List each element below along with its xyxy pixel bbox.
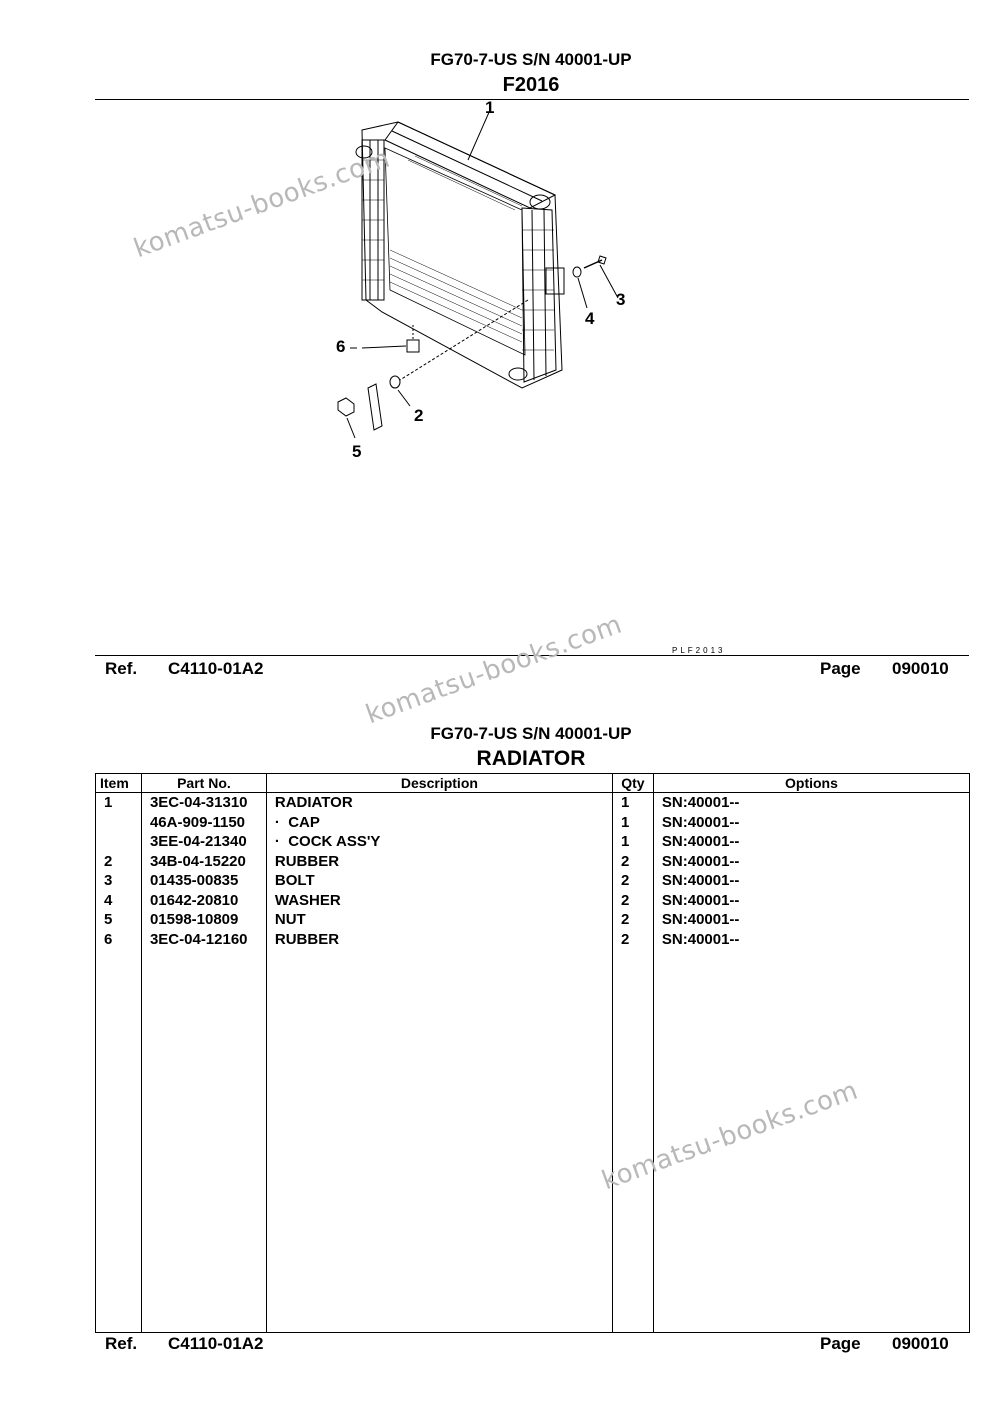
cell-options: SN:40001--: [652, 832, 971, 852]
figure-number: F2016: [502, 74, 560, 96]
cell-part-no: 3EC-04-12160: [140, 929, 267, 949]
cell-part-no: 3EC-04-31310: [140, 792, 267, 813]
leader-line-2: [397, 389, 411, 407]
cell-item: 4: [95, 890, 142, 910]
cell-item: 5: [95, 910, 142, 930]
table-row: 3 01435-00835 BOLT 2 SN:40001--: [95, 871, 971, 891]
cell-description: WASHER: [265, 890, 613, 910]
callout-1: 1: [485, 98, 495, 117]
table-row: 4 01642-20810 WASHER 2 SN:40001--: [95, 890, 971, 910]
cell-qty: 2: [611, 910, 654, 930]
cell-options: SN:40001--: [652, 890, 971, 910]
parts-table: Item Part No. Description Qty Options 1 …: [95, 773, 971, 1333]
leader-line-4: [577, 277, 588, 309]
header-options: Options: [652, 773, 971, 793]
table-row: 6 3EC-04-12160 RUBBER 2 SN:40001--: [95, 929, 971, 949]
table-model-title: FG70-7-US S/N 40001-UP: [430, 724, 632, 743]
cell-part-no: 01642-20810: [140, 890, 267, 910]
cell-qty: 1: [611, 792, 654, 813]
callout-6: 6: [336, 337, 346, 356]
drawing-code: PLF2013: [672, 646, 726, 655]
table-header-row: Item Part No. Description Qty Options: [95, 773, 971, 793]
cell-item: 6: [95, 929, 142, 949]
leader-line-6: [361, 345, 407, 349]
cell-options: SN:40001--: [652, 929, 971, 949]
cell-qty: 2: [611, 851, 654, 871]
cell-description: BOLT: [265, 871, 613, 891]
cell-part-no: 46A-909-1150: [140, 812, 267, 832]
cell-part-no: 01598-10809: [140, 910, 267, 930]
leader-line-5: [346, 417, 356, 439]
table-empty-area: [95, 949, 971, 1333]
figure-ref-label: Ref.: [105, 659, 138, 678]
radiator-exploded-drawing: [337, 109, 619, 439]
watermark-text: komatsu-books.com: [362, 609, 627, 731]
table-page-label: Page: [820, 1334, 861, 1353]
cell-item: 3: [95, 871, 142, 891]
cell-description: RADIATOR: [265, 792, 613, 813]
table-ref-value: C4110-01A2: [168, 1334, 264, 1353]
cell-item: 2: [95, 851, 142, 871]
callout-5: 5: [352, 442, 362, 461]
figure-model-title: FG70-7-US S/N 40001-UP: [430, 50, 632, 69]
table-row: 5 01598-10809 NUT 2 SN:40001--: [95, 910, 971, 930]
cell-qty: 2: [611, 929, 654, 949]
callout-2: 2: [414, 406, 424, 425]
cell-item: [95, 832, 142, 852]
header-part-no: Part No.: [140, 773, 267, 793]
header-item: Item: [95, 773, 142, 793]
cell-part-no: 3EE-04-21340: [140, 832, 267, 852]
cell-qty: 1: [611, 832, 654, 852]
figure-top-rule: [95, 99, 969, 100]
leader-line-3: [599, 264, 619, 299]
callout-4: 4: [585, 309, 595, 328]
table-row: 2 34B-04-15220 RUBBER 2 SN:40001--: [95, 851, 971, 871]
cell-item: [95, 812, 142, 832]
table-row: 3EE-04-21340 · COCK ASS'Y 1 SN:40001--: [95, 832, 971, 852]
radiator-frame: [361, 121, 563, 389]
figure-page-value: 090010: [892, 659, 949, 678]
header-qty: Qty: [611, 773, 654, 793]
cell-part-no: 01435-00835: [140, 871, 267, 891]
cell-description: RUBBER: [265, 851, 613, 871]
cell-options: SN:40001--: [652, 792, 971, 813]
table-row: 1 3EC-04-31310 RADIATOR 1 SN:40001--: [95, 792, 971, 813]
callout-3: 3: [616, 290, 626, 309]
figure-bottom-rule: [95, 655, 969, 656]
figure-page-label: Page: [820, 659, 861, 678]
table-row: 46A-909-1150 · CAP 1 SN:40001--: [95, 812, 971, 832]
cell-options: SN:40001--: [652, 871, 971, 891]
table-page-value: 090010: [892, 1334, 949, 1353]
table-ref-label: Ref.: [105, 1334, 138, 1353]
cell-options: SN:40001--: [652, 851, 971, 871]
cell-qty: 2: [611, 871, 654, 891]
cell-options: SN:40001--: [652, 910, 971, 930]
cell-description: · COCK ASS'Y: [265, 832, 613, 852]
cell-qty: 2: [611, 890, 654, 910]
cell-part-no: 34B-04-15220: [140, 851, 267, 871]
cell-item: 1: [95, 792, 142, 813]
header-description: Description: [265, 773, 613, 793]
figure-ref-value: C4110-01A2: [168, 659, 264, 678]
cell-description: · CAP: [265, 812, 613, 832]
table-title: RADIATOR: [476, 747, 586, 770]
cell-options: SN:40001--: [652, 812, 971, 832]
cell-description: NUT: [265, 910, 613, 930]
leader-line-1: [467, 109, 491, 161]
cell-description: RUBBER: [265, 929, 613, 949]
cell-qty: 1: [611, 812, 654, 832]
